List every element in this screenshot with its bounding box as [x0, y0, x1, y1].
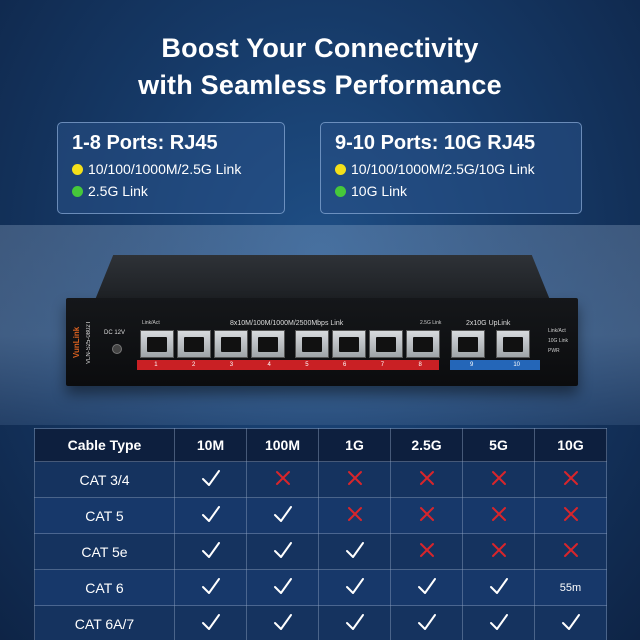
info-box-title: 1-8 Ports: RJ45	[72, 132, 218, 154]
supported-cell	[246, 533, 319, 570]
info-row-text: 2.5G Link	[88, 183, 148, 199]
unsupported-cell	[318, 497, 391, 534]
info-box-ports-9-10: 9-10 Ports: 10G RJ45 10/100/1000M/2.5G/1…	[320, 122, 582, 214]
supported-cell	[246, 605, 319, 640]
cross-icon	[347, 506, 363, 522]
supported-cell	[246, 497, 319, 534]
yellow-dot-icon	[72, 163, 83, 175]
unsupported-cell	[390, 497, 463, 534]
column-header: 10G	[534, 428, 607, 462]
supported-cell	[462, 569, 535, 606]
unsupported-cell	[462, 497, 535, 534]
check-icon	[345, 576, 365, 596]
column-header: 5G	[462, 428, 535, 462]
supported-cell	[390, 605, 463, 640]
supported-cell	[174, 533, 247, 570]
supported-cell	[318, 605, 391, 640]
check-icon	[201, 540, 221, 560]
headline: Boost Your Connectivity with Seamless Pe…	[0, 30, 640, 104]
unsupported-cell	[462, 461, 535, 498]
headline-line-1: Boost Your Connectivity	[161, 33, 479, 63]
column-header: 100M	[246, 428, 319, 462]
table-row: CAT 6 55m	[34, 569, 607, 606]
cross-icon	[419, 542, 435, 558]
check-icon	[489, 612, 509, 632]
info-box-ports-1-8: 1-8 Ports: RJ45 10/100/1000M/2.5G Link 2…	[57, 122, 285, 214]
unsupported-cell	[534, 497, 607, 534]
cross-icon	[491, 542, 507, 558]
cross-icon	[491, 470, 507, 486]
cross-icon	[563, 506, 579, 522]
green-dot-icon	[335, 185, 346, 197]
check-icon	[417, 576, 437, 596]
check-icon	[201, 612, 221, 632]
note-cell: 55m	[534, 569, 607, 606]
check-icon	[345, 540, 365, 560]
supported-cell	[318, 533, 391, 570]
supported-cell	[174, 497, 247, 534]
info-row: 10/100/1000M/2.5G Link	[72, 158, 270, 180]
cross-icon	[275, 470, 291, 486]
check-icon	[273, 612, 293, 632]
check-icon	[201, 576, 221, 596]
table-row: CAT 5	[34, 497, 607, 534]
cross-icon	[419, 470, 435, 486]
table-row: CAT 3/4	[34, 461, 607, 498]
check-icon	[201, 468, 221, 488]
check-icon	[561, 612, 581, 632]
supported-cell	[174, 605, 247, 640]
check-icon	[273, 504, 293, 524]
cable-type-cell: CAT 3/4	[34, 461, 175, 498]
supported-cell	[174, 461, 247, 498]
check-icon	[273, 540, 293, 560]
unsupported-cell	[246, 461, 319, 498]
cable-type-cell: CAT 6	[34, 569, 175, 606]
supported-cell	[174, 569, 247, 606]
supported-cell	[534, 605, 607, 640]
supported-cell	[390, 569, 463, 606]
floor-background	[0, 225, 640, 425]
unsupported-cell	[534, 461, 607, 498]
cross-icon	[419, 506, 435, 522]
cross-icon	[563, 470, 579, 486]
cross-icon	[491, 506, 507, 522]
unsupported-cell	[534, 533, 607, 570]
column-header: Cable Type	[34, 428, 175, 462]
check-icon	[273, 576, 293, 596]
info-row: 2.5G Link	[72, 180, 270, 202]
check-icon	[345, 612, 365, 632]
info-row: 10/100/1000M/2.5G/10G Link	[335, 158, 567, 180]
supported-cell	[246, 569, 319, 606]
supported-cell	[462, 605, 535, 640]
info-row-text: 10/100/1000M/2.5G Link	[88, 161, 242, 177]
cross-icon	[563, 542, 579, 558]
yellow-dot-icon	[335, 163, 346, 175]
cable-type-cell: CAT 6A/7	[34, 605, 175, 640]
table-row: CAT 5e	[34, 533, 607, 570]
supported-cell	[318, 569, 391, 606]
unsupported-cell	[462, 533, 535, 570]
column-header: 10M	[174, 428, 247, 462]
info-row: 10G Link	[335, 180, 567, 202]
green-dot-icon	[72, 185, 83, 197]
info-row-text: 10G Link	[351, 183, 408, 199]
check-icon	[489, 576, 509, 596]
check-icon	[201, 504, 221, 524]
table-row: CAT 6A/7	[34, 605, 607, 640]
headline-line-2: with Seamless Performance	[138, 70, 502, 100]
info-row-text: 10/100/1000M/2.5G/10G Link	[351, 161, 535, 177]
column-header: 1G	[318, 428, 391, 462]
column-header: 2.5G	[390, 428, 463, 462]
cable-type-cell: CAT 5	[34, 497, 175, 534]
cross-icon	[347, 470, 363, 486]
unsupported-cell	[318, 461, 391, 498]
unsupported-cell	[390, 461, 463, 498]
check-icon	[417, 612, 437, 632]
unsupported-cell	[390, 533, 463, 570]
cable-type-cell: CAT 5e	[34, 533, 175, 570]
info-box-title: 9-10 Ports: 10G RJ45	[335, 132, 536, 154]
